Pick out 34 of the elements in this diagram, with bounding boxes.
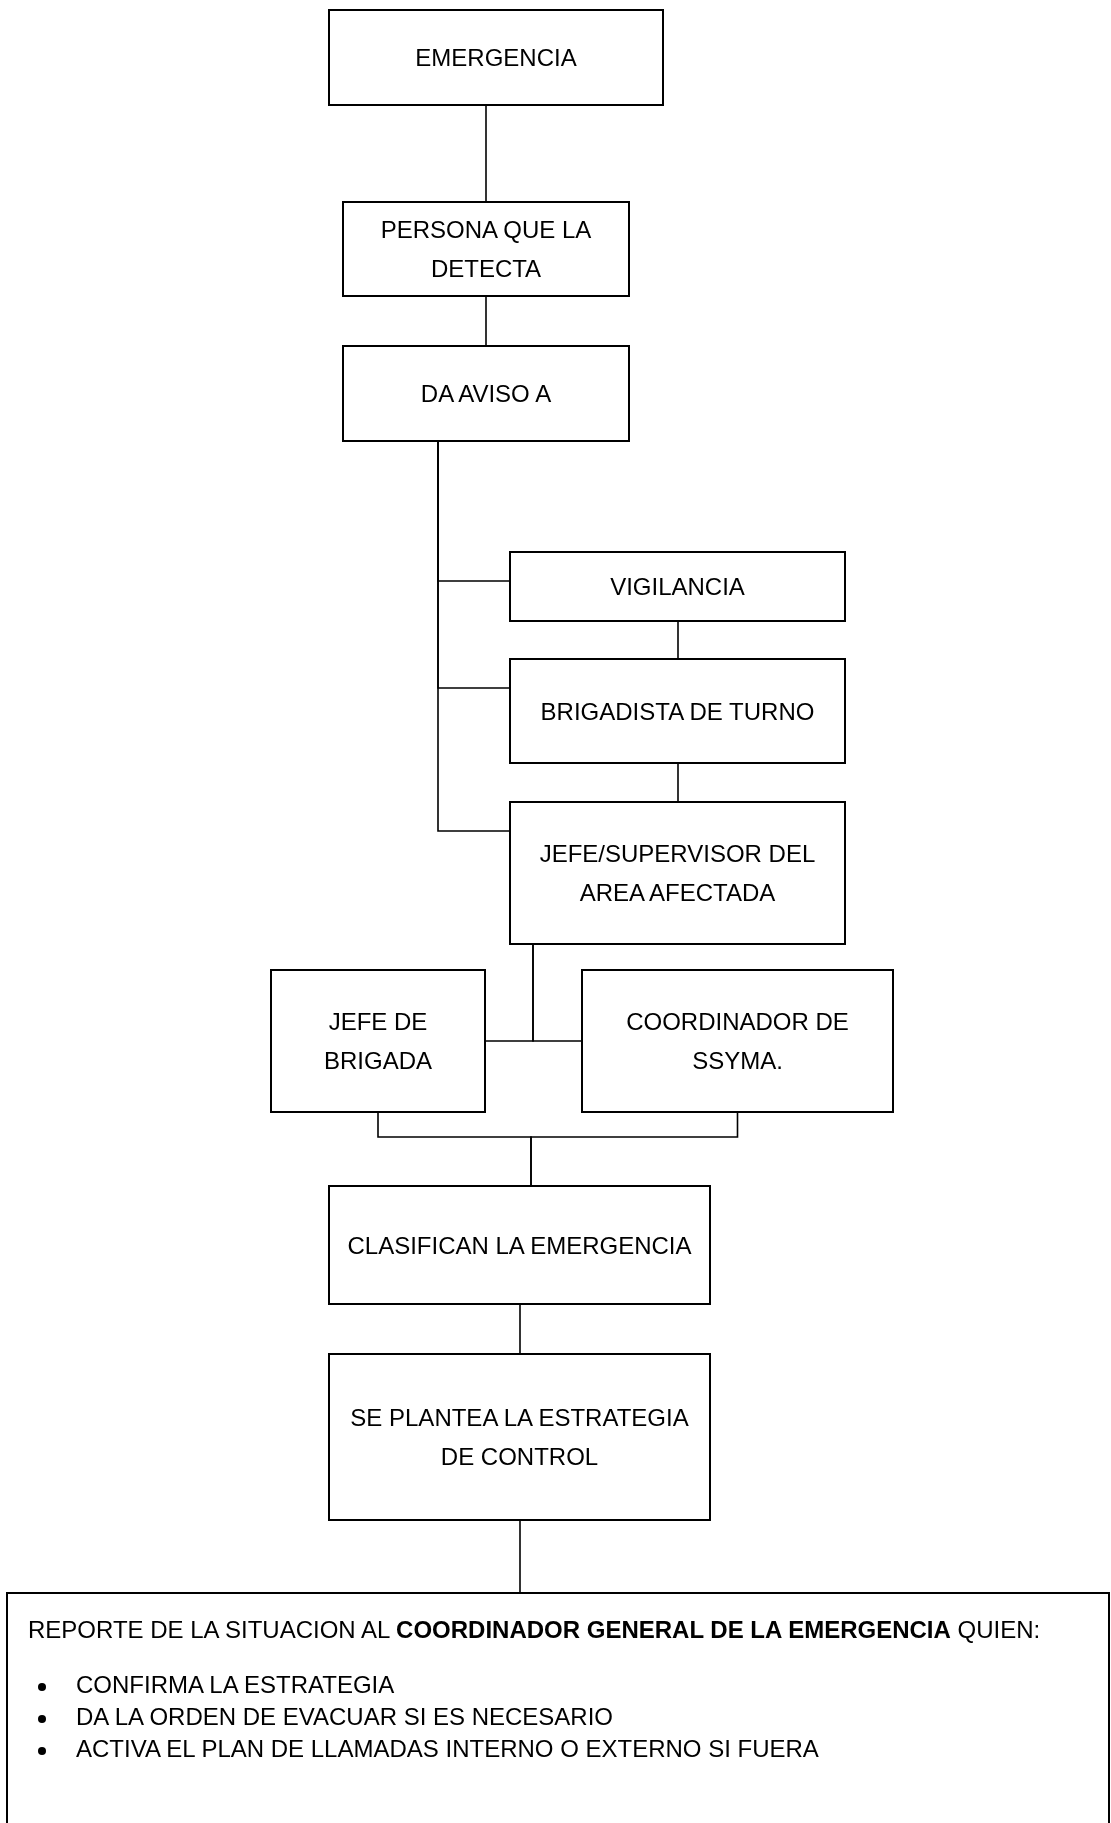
box-label: DA AVISO A	[420, 379, 552, 409]
box-label: SE PLANTEA LA ESTRATEGIA DE CONTROL	[349, 1403, 690, 1472]
box-label: CLASIFICAN LA EMERGENCIA	[347, 1230, 692, 1261]
connector-line	[530, 1112, 739, 1186]
report-box	[6, 1592, 1110, 1823]
box-label: EMERGENCIA	[415, 43, 577, 73]
process-box	[270, 969, 486, 1113]
connector-line	[532, 944, 582, 1042]
box-label: VIGILANCIA	[610, 572, 745, 602]
process-box	[342, 345, 630, 442]
process-box	[509, 801, 846, 945]
box-label: PERSONA QUE LA DETECTA	[379, 215, 593, 284]
connector-line	[677, 763, 679, 802]
box-label: BRIGADISTA DE TURNO	[540, 696, 815, 727]
connector-line	[677, 621, 679, 659]
connector-line	[519, 1520, 521, 1593]
process-box	[509, 658, 846, 764]
process-box	[581, 969, 894, 1113]
box-label: COORDINADOR DE SSYMA.	[625, 1007, 850, 1076]
action-item: CONFIRMA LA ESTRATEGIA	[76, 1670, 395, 1700]
connector-line	[485, 296, 487, 346]
box-label: JEFE DE BRIGADA	[323, 1007, 433, 1076]
connector-line	[519, 1304, 521, 1354]
process-box	[328, 9, 664, 106]
report-text: REPORTE DE LA SITUACION AL COORDINADOR GENERAL DE LA EMERGENCIA QUIEN:	[28, 1615, 1042, 1645]
connector-line	[485, 105, 487, 202]
connector-line	[437, 441, 510, 832]
action-item: ACTIVA EL PLAN DE LLAMADAS INTERNO O EXTERNO SI FUERA	[76, 1734, 819, 1764]
process-box	[328, 1353, 711, 1521]
action-item: DA LA ORDEN DE EVACUAR SI ES NECESARIO	[76, 1702, 614, 1732]
process-box	[342, 201, 630, 297]
process-box	[328, 1185, 711, 1305]
process-box	[509, 551, 846, 622]
box-label: JEFE/SUPERVISOR DEL AREA AFECTADA	[538, 839, 817, 908]
